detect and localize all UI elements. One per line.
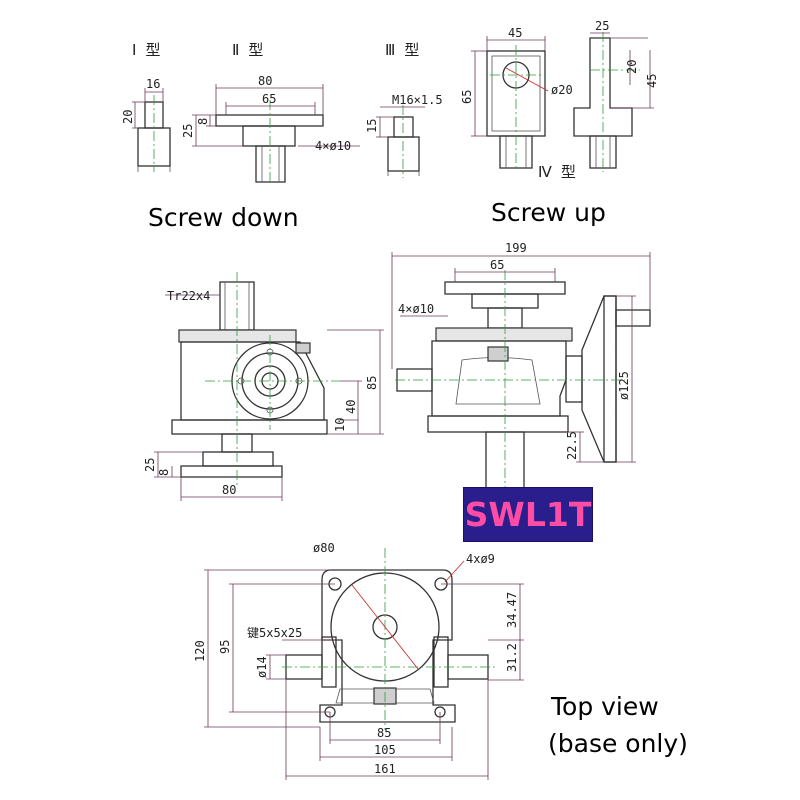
type3-thread-end — [376, 105, 425, 178]
caption-screw-up: Screw up — [491, 198, 606, 227]
dim-t3-thread: M16×1.5 — [392, 93, 443, 107]
caption-top-view: Top view — [551, 692, 659, 721]
dim-v95: 95 — [218, 640, 232, 654]
dim-d14: ø14 — [255, 656, 269, 678]
dim-h10: 10 — [333, 418, 347, 432]
type1-label: Ⅰ 型 — [132, 41, 160, 59]
dim-b80: 80 — [222, 483, 236, 497]
dim-tr: Tr22x4 — [167, 289, 210, 303]
dim-holes9: 4xø9 — [466, 552, 495, 566]
dim-t3-h15: 15 — [365, 119, 379, 133]
dim-t4-h45: 45 — [645, 74, 659, 88]
dim-h85: 85 — [365, 376, 379, 390]
dim-h22-5: 22.5 — [565, 431, 579, 460]
dim-h161: 161 — [374, 762, 396, 776]
dim-v120: 120 — [193, 640, 207, 662]
dim-t1-width: 16 — [146, 77, 160, 91]
dim-t4-hole: ø20 — [551, 83, 573, 97]
front-view — [391, 252, 651, 495]
dim-key: 键5x5x25 — [247, 626, 302, 640]
model-badge: SWL1T — [463, 487, 593, 542]
side-view — [154, 272, 384, 501]
type4-clevis-front — [471, 36, 549, 170]
dim-t1-height: 20 — [121, 110, 135, 124]
dim-h85b: 85 — [377, 726, 391, 740]
dim-b25: 25 — [143, 458, 157, 472]
dim-t4-h20: 20 — [625, 60, 639, 74]
dim-h40: 40 — [344, 400, 358, 414]
type1-end — [132, 88, 171, 172]
dim-v31-2: 31.2 — [505, 643, 519, 672]
dim-t4-w25: 25 — [595, 19, 609, 33]
dim-w199: 199 — [505, 241, 527, 255]
dim-v34-47: 34.47 — [505, 592, 519, 628]
caption-screw-down: Screw down — [148, 203, 299, 232]
model-badge-text: SWL1T — [464, 495, 592, 534]
dim-d80: ø80 — [313, 541, 335, 555]
dim-t2-holes: 4×ø10 — [315, 139, 351, 153]
dim-t2-flange: 80 — [258, 74, 272, 88]
caption-base-only: (base only) — [548, 729, 688, 758]
dim-b8: 8 — [157, 469, 171, 476]
dim-t4-w45: 45 — [508, 26, 522, 40]
top-view — [204, 548, 524, 780]
dim-holes10: 4×ø10 — [398, 302, 434, 316]
type4-label: Ⅳ 型 — [538, 163, 576, 181]
type4-clevis-side — [573, 32, 654, 172]
dim-w65: 65 — [490, 258, 504, 272]
type3-label: Ⅲ 型 — [385, 41, 419, 59]
type2-label: Ⅱ 型 — [232, 41, 263, 59]
dim-t4-h65: 65 — [460, 90, 474, 104]
dim-t2-h8: 8 — [196, 118, 210, 125]
dim-h105: 105 — [374, 743, 396, 757]
dim-d125: ø125 — [617, 371, 631, 400]
dim-t2-h25: 25 — [181, 124, 195, 138]
dim-t2-bolt: 65 — [262, 92, 276, 106]
type2-flange — [192, 84, 360, 185]
